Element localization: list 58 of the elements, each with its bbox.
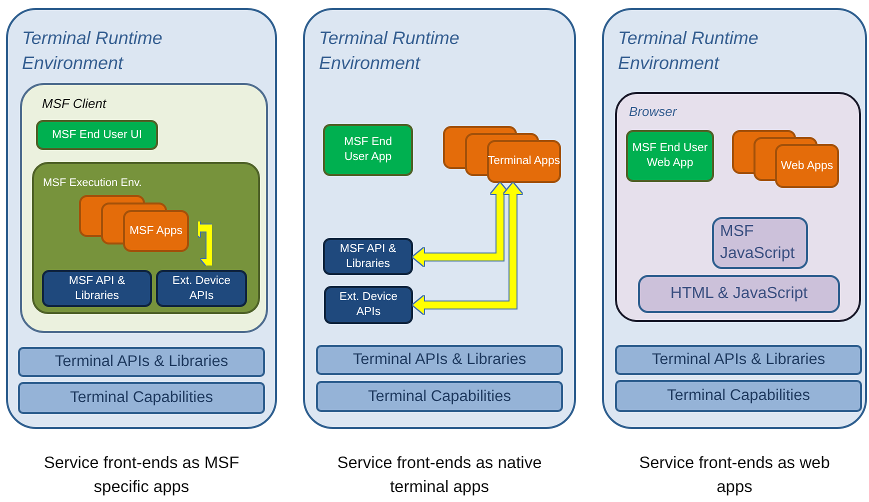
layer-bar: [615, 380, 862, 412]
box-label: Terminal APIs & Libraries: [652, 351, 826, 369]
browser-container: [615, 92, 861, 322]
card-stack: [79, 195, 189, 252]
double-arrow: [126, 248, 144, 274]
column-caption: Service front-ends as native terminal apps: [336, 453, 543, 498]
box-label: Terminal Apps: [487, 154, 561, 169]
box-label: MSF Apps: [128, 224, 184, 238]
script-box: [712, 217, 808, 269]
api-box: [324, 286, 413, 324]
execution-container: [32, 162, 260, 314]
app-box: [626, 130, 714, 182]
double-arrow: [413, 183, 509, 266]
card-stack: [732, 130, 839, 188]
layer-bar: [18, 347, 265, 377]
box-label: MSF End User UI: [52, 128, 142, 142]
box-label: Terminal APIs & Libraries: [352, 351, 526, 369]
double-arrow: [817, 188, 835, 275]
box-label: Ext. Device APIs: [338, 290, 399, 320]
container-title: Terminal Runtime Environment: [319, 27, 460, 75]
box-label: Web Apps: [780, 158, 834, 174]
box-label: Terminal Capabilities: [368, 388, 511, 406]
layer-bar: [615, 345, 862, 375]
client-container: [20, 83, 268, 333]
ui-box: [36, 120, 158, 150]
box-label: MSF API & Libraries: [338, 242, 398, 272]
double-arrow: [781, 188, 799, 217]
column-caption: Service front-ends as MSF specific apps: [42, 453, 240, 498]
container-title: MSF Client: [42, 96, 106, 111]
column-caption: Service front-ends as web apps: [638, 453, 831, 498]
card-stack: [443, 126, 561, 183]
environment-panel: [303, 8, 576, 429]
api-box: [323, 238, 413, 275]
container-title: Terminal Runtime Environment: [618, 27, 760, 75]
box-label: MSF End User Web App: [631, 141, 709, 171]
api-box: [156, 270, 247, 307]
layer-bar: [18, 382, 265, 414]
container-title: Terminal Runtime Environment: [22, 27, 164, 75]
box-label: Terminal Capabilities: [666, 387, 810, 405]
double-arrow: [413, 183, 522, 314]
box-label: Ext. Device APIs: [171, 274, 232, 304]
layer-bar: [316, 381, 563, 412]
environment-panel: [602, 8, 867, 429]
box-label: Terminal Capabilities: [70, 389, 213, 407]
box-label: MSF JavaScript: [720, 222, 796, 264]
app-box: [323, 124, 413, 176]
layer-bar: [316, 345, 563, 375]
box-label: HTML & JavaScript: [670, 284, 808, 304]
double-arrow: [189, 219, 219, 270]
box-label: MSF End User App: [343, 135, 393, 165]
container-title: MSF Execution Env.: [43, 177, 142, 189]
container-title: Browser: [629, 104, 677, 119]
script-box: [638, 275, 840, 313]
box-label: MSF API & Libraries: [68, 274, 126, 304]
box-label: Terminal APIs & Libraries: [54, 353, 228, 371]
api-box: [42, 270, 152, 307]
environment-panel: [6, 8, 277, 429]
double-arrow: [528, 183, 546, 345]
